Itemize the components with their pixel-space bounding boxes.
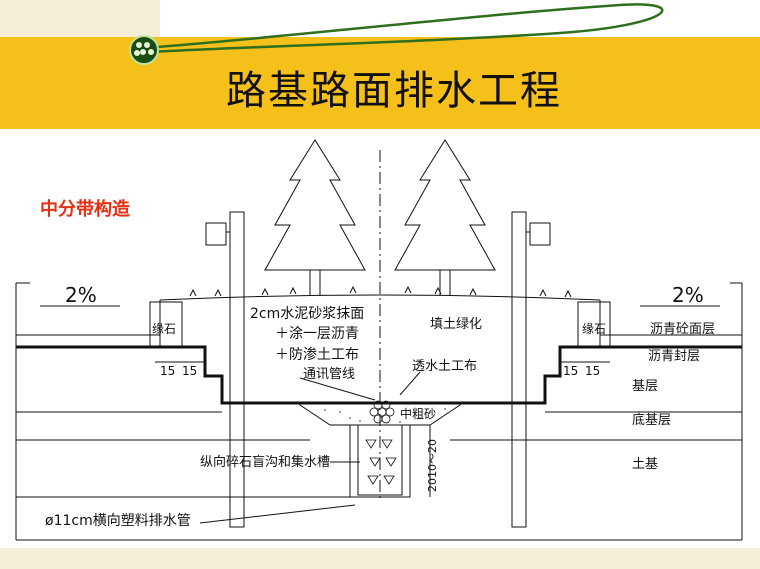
globe-icon (129, 35, 159, 65)
label-gravel-drain: 纵向碎石盲沟和集水槽 (200, 454, 330, 470)
decorative-footer (0, 548, 760, 569)
section-subtitle: 中分带构造 (40, 199, 130, 220)
label-subbase: 底基层 (632, 412, 671, 428)
page-title: 路基路面排水工程 (226, 68, 562, 114)
label-slope-left: 2% (65, 283, 97, 307)
label-base: 基层 (632, 379, 658, 394)
label-comm-pipe: 通讯管线 (303, 367, 355, 382)
label-curb-left: 缘石 (152, 322, 176, 336)
dim-15-b: 15 (182, 364, 197, 378)
dim-vertical: 2010～20 (426, 439, 439, 492)
label-medium-sand: 中粗砂 (400, 406, 436, 421)
label-curb-right: 缘石 (582, 322, 606, 336)
label-fill-soil: 填土绿化 (430, 317, 482, 332)
label-waterproof-geotextile: ＋防渗土工布 (275, 347, 359, 363)
label-asphalt-coat: ＋涂一层沥青 (275, 326, 359, 342)
dim-15-c: 15 (563, 364, 578, 378)
label-pipe: ø11cm横向塑料排水管 (45, 513, 191, 529)
label-asphalt-seal: 沥青封层 (648, 349, 700, 364)
title-banner (0, 37, 760, 129)
label-slope-right: 2% (672, 283, 704, 307)
label-subgrade: 土基 (632, 457, 658, 472)
orbit-curve (142, 3, 664, 54)
label-cement-mortar: 2cm水泥砂浆抹面 (250, 306, 364, 322)
label-permeable-geotextile: 透水土工布 (412, 359, 477, 374)
dim-15-d: 15 (585, 364, 600, 378)
label-asphalt-surface: 沥青砼面层 (650, 322, 715, 337)
dim-15-a: 15 (160, 364, 175, 378)
